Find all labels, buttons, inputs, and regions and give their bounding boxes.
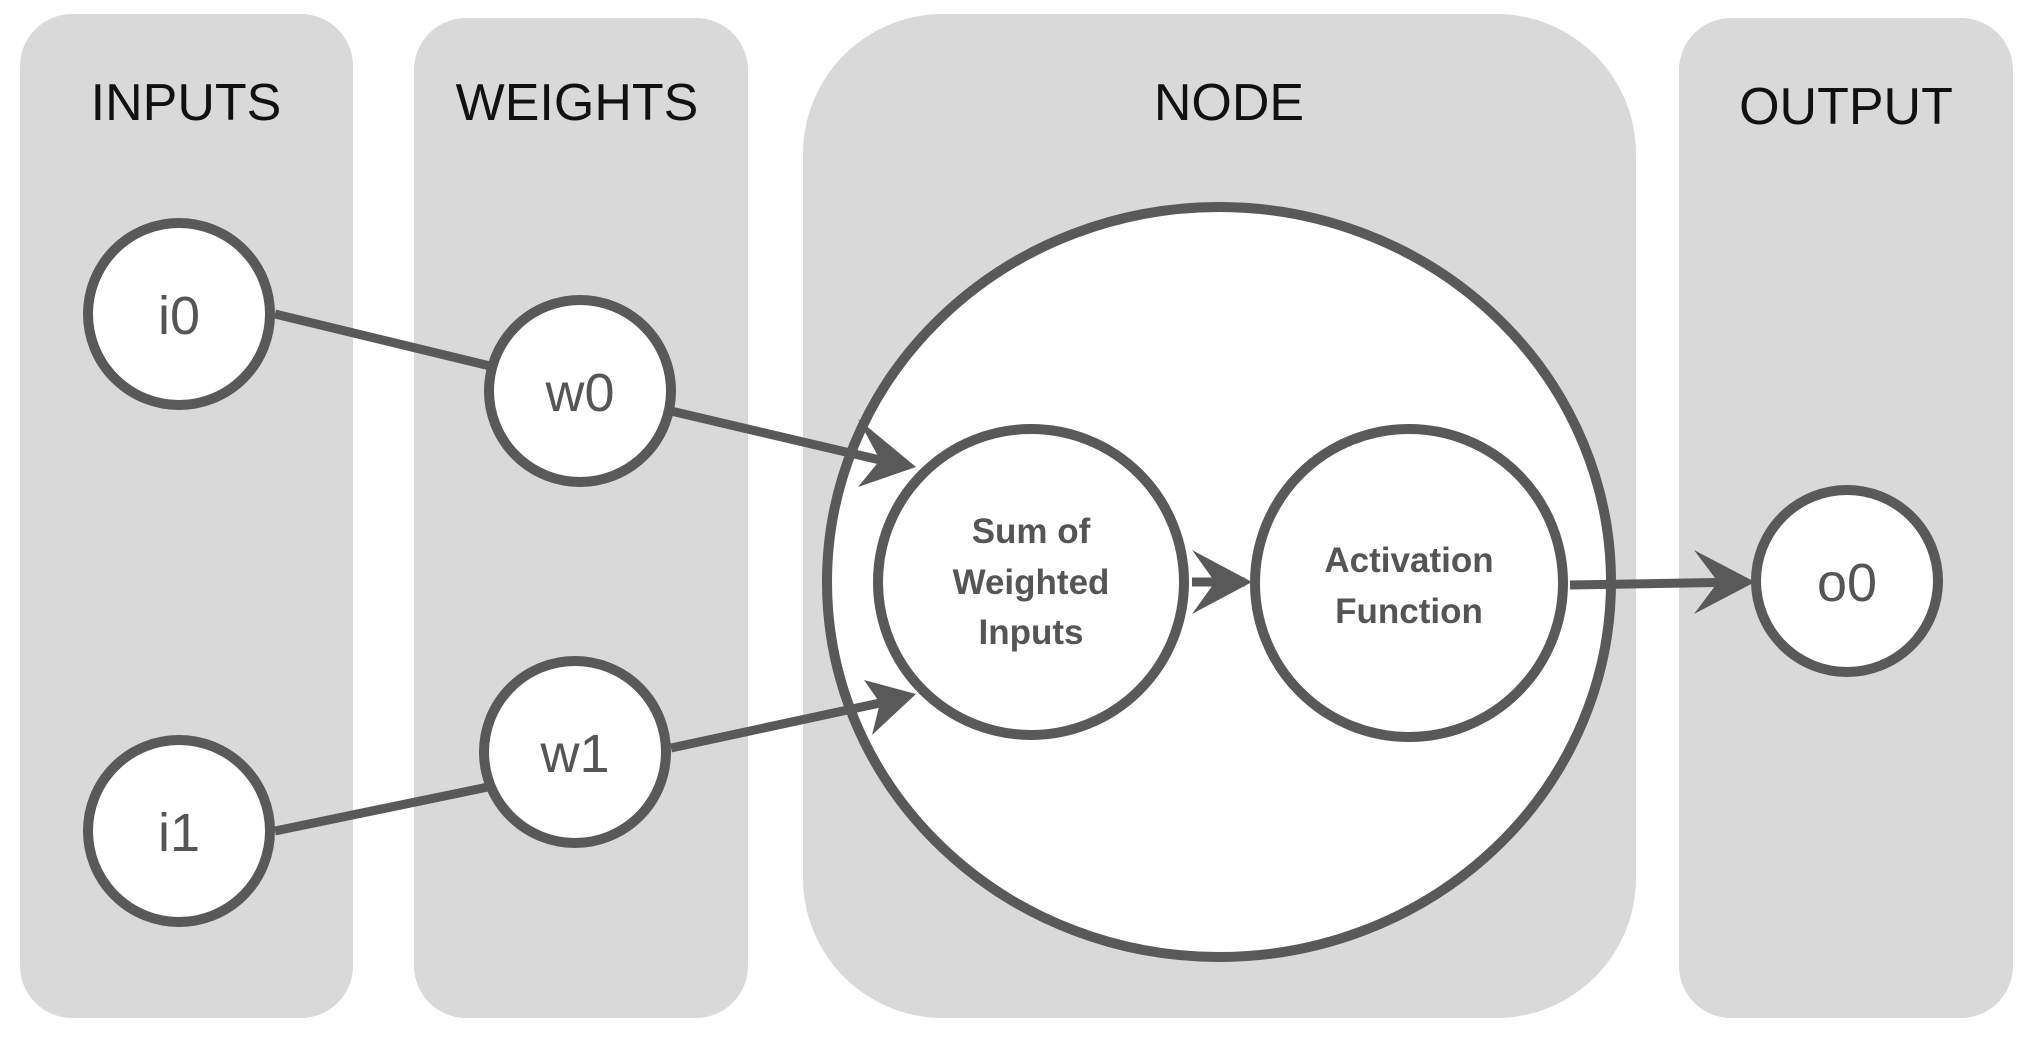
inputs-title: INPUTS (91, 74, 282, 132)
input-label-i0: i0 (158, 286, 200, 346)
sum-label-line2: Weighted (953, 563, 1110, 602)
activation-label-line1: Activation (1324, 541, 1493, 580)
weight-node-w1 (479, 656, 671, 848)
output-node-o0 (1751, 485, 1943, 677)
arrowhead-to-output (1694, 550, 1755, 614)
input-label-i1: i1 (158, 803, 200, 863)
edge-w1-sum (670, 698, 881, 753)
activation-function-node (1250, 424, 1568, 742)
arrowhead-to-sum-bottom (864, 680, 916, 735)
node-title: NODE (1154, 74, 1304, 132)
edge-w0-sum (669, 406, 882, 465)
activation-label-line2: Function (1335, 592, 1483, 631)
edge-i1-w1 (274, 782, 489, 836)
weight-label-w1: w1 (539, 724, 609, 784)
weight-label-w0: w0 (544, 363, 614, 423)
input-node-i0 (83, 218, 275, 410)
input-node-i1 (83, 735, 275, 927)
weight-node-w0 (484, 295, 676, 487)
output-title: OUTPUT (1739, 78, 1953, 136)
sum-weighted-inputs-node (873, 424, 1189, 740)
weights-title: WEIGHTS (456, 74, 699, 132)
weights-panel (414, 18, 748, 1018)
arrowhead-to-activation (1192, 550, 1252, 614)
sum-label-line1: Sum of (972, 512, 1091, 551)
arrowhead-to-sum-top (858, 419, 916, 487)
edge-activation-output (1569, 577, 1746, 590)
output-label-o0: o0 (1817, 553, 1877, 613)
sum-label-line3: Inputs (979, 613, 1084, 652)
edge-i0-w0 (273, 309, 492, 371)
